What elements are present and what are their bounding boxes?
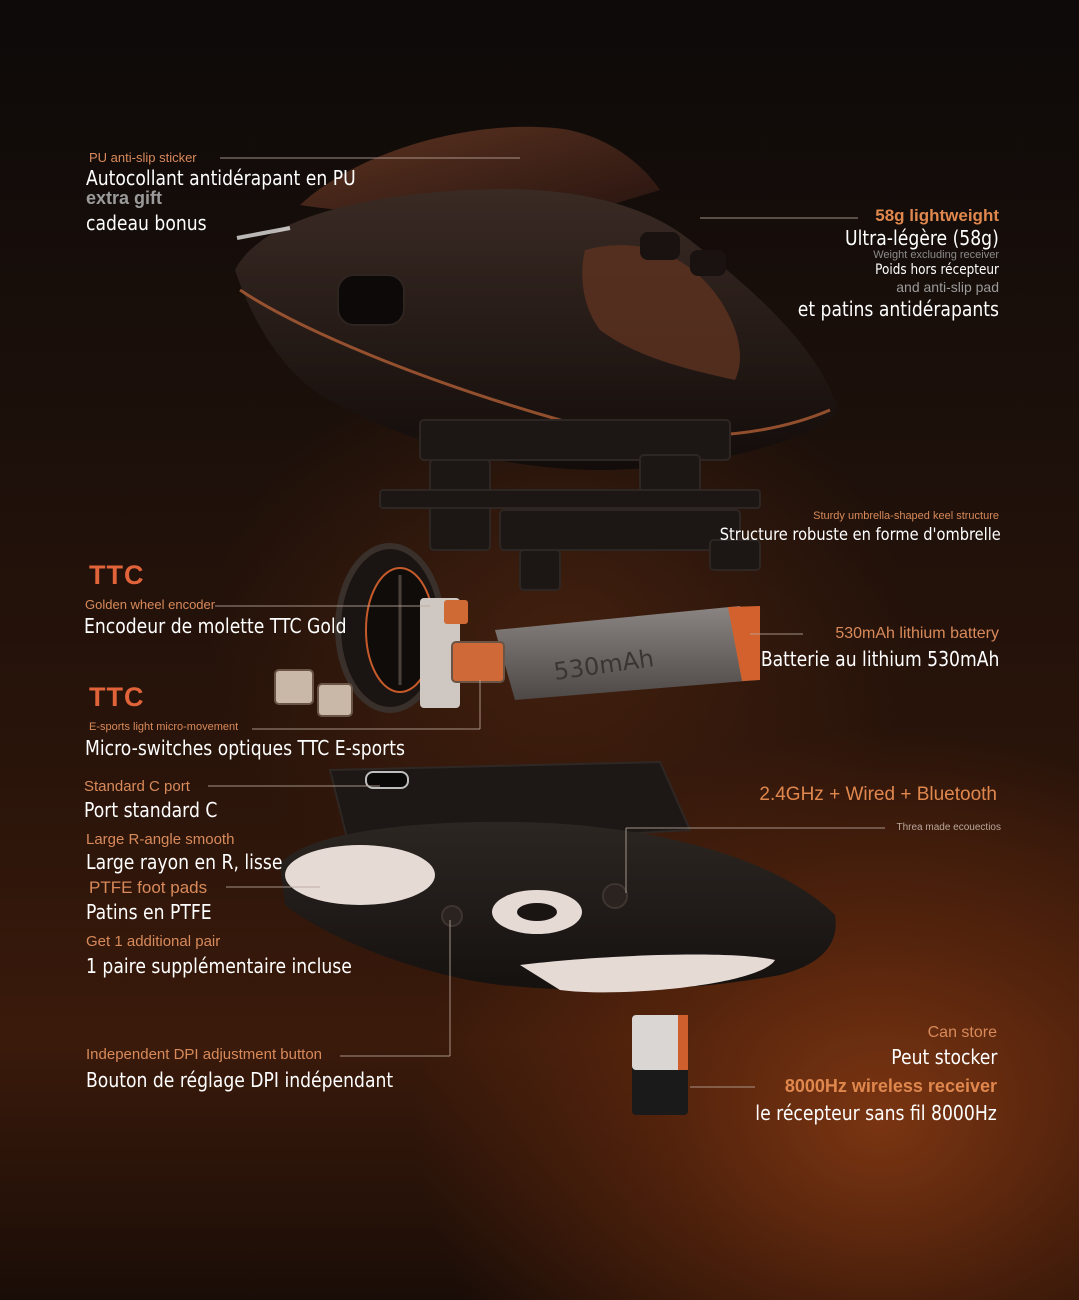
c-port-label-fr: Port standard C xyxy=(84,798,218,822)
extra-pair-label-en: Get 1 additional pair xyxy=(86,933,221,950)
weight-note-fr-1: Poids hors récepteur xyxy=(875,262,999,278)
usb-c-port xyxy=(365,771,409,789)
ptfe-label-fr: Patins en PTFE xyxy=(86,900,212,924)
pu-sticker-tab xyxy=(236,226,291,240)
mode-switch xyxy=(602,883,628,909)
encoder-accent xyxy=(444,600,468,624)
dpi-button-label-fr: Bouton de réglage DPI indépendant xyxy=(86,1068,394,1092)
keel-label-fr: Structure robuste en forme d'ombrelle xyxy=(719,525,1001,545)
sensor-lens xyxy=(517,903,557,921)
store-label-en: Can store xyxy=(927,1024,997,1041)
dpi-button xyxy=(441,905,463,927)
receiver-label xyxy=(632,1015,688,1070)
store-label-fr: Peut stocker xyxy=(890,1045,997,1069)
pu-sticker-label-fr: Autocollant antidérapant en PU xyxy=(86,166,356,190)
weight-label-fr: Ultra-légère (58g) xyxy=(845,226,999,250)
ttc-logo: TTC xyxy=(89,560,145,590)
extra-gift-label-fr: cadeau bonus xyxy=(86,211,207,235)
shell-window xyxy=(337,274,405,326)
weight-label-en: 58g lightweight xyxy=(875,206,999,225)
receiver-label-fr: le récepteur sans fil 8000Hz xyxy=(755,1101,997,1125)
ptfe-pad-front xyxy=(285,845,435,905)
top-shell xyxy=(235,189,838,471)
wheel-encoder-label-en: Golden wheel encoder xyxy=(85,597,216,612)
ptfe-pad-rear xyxy=(520,954,775,993)
receiver-accent xyxy=(678,1015,688,1070)
side-button-2 xyxy=(690,250,726,276)
battery-label-en: 530mAh lithium battery xyxy=(835,625,999,642)
extra-pair-label-fr: 1 paire supplémentaire incluse xyxy=(86,954,352,978)
r-angle-label-fr: Large rayon en R, lisse xyxy=(86,850,283,874)
receiver-label-en: 8000Hz wireless receiver xyxy=(784,1076,997,1096)
battery-pack xyxy=(495,606,760,700)
encoder-block xyxy=(420,598,460,708)
ttc-logo-2: TTC xyxy=(89,682,145,712)
dpi-button-label-en: Independent DPI adjustment button xyxy=(86,1046,323,1063)
keel-structure xyxy=(379,419,761,591)
leader-lines xyxy=(208,157,885,1088)
wheel-encoder-label-fr: Encodeur de molette TTC Gold xyxy=(84,614,347,638)
micro-switch-label-en: E-sports light micro-movement xyxy=(89,721,239,733)
micro-switch-label-fr: Micro-switches optiques TTC E-sports xyxy=(85,736,405,760)
connectivity-label-en: 2.4GHz + Wired + Bluetooth xyxy=(759,784,997,805)
side-grip xyxy=(582,245,740,380)
keel-label-en: Sturdy umbrella-shaped keel structure xyxy=(813,510,999,522)
ptfe-label-en: PTFE foot pads xyxy=(89,878,208,897)
r-angle-label-en: Large R-angle smooth xyxy=(86,831,235,848)
side-button-1 xyxy=(640,232,680,260)
c-port-label-en: Standard C port xyxy=(84,778,190,795)
battery-label-fr: Batterie au lithium 530mAh xyxy=(760,647,999,671)
extra-gift-label-en: extra gift xyxy=(86,188,163,208)
weight-note-en-2: and anti-slip pad xyxy=(896,279,999,295)
connectivity-note: Threa made ecouectios xyxy=(896,822,1001,833)
micro-switches xyxy=(274,641,505,717)
pu-sticker-label-en: PU anti-slip sticker xyxy=(89,150,197,165)
weight-note-fr-2: et patins antidérapants xyxy=(797,297,999,321)
weight-note-en-1: Weight excluding receiver xyxy=(873,249,999,261)
